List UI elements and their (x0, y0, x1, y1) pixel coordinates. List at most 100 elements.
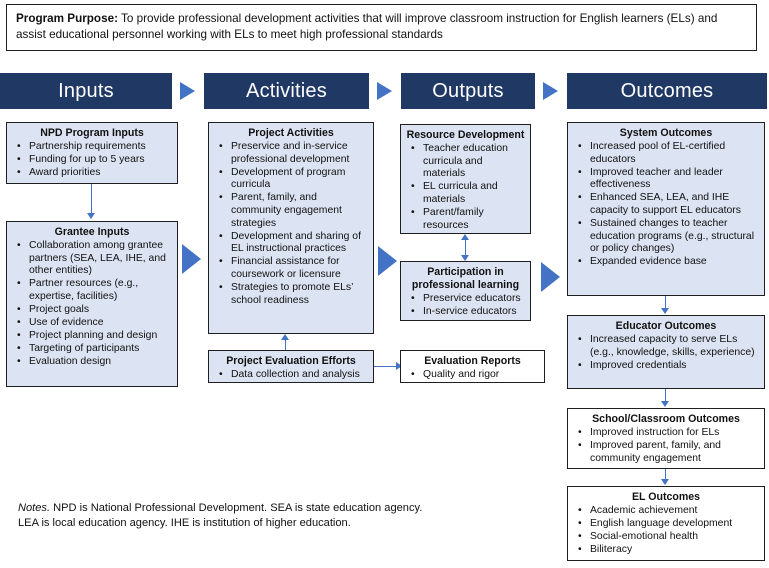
connector-resource-participation-arrowhead-up (461, 234, 469, 240)
list-item: Improved credentials (578, 360, 759, 373)
box-system-outcomes-list: Increased pool of EL-certified educators… (573, 141, 759, 269)
box-npd-program-inputs: NPD Program Inputs Partnership requireme… (6, 122, 178, 184)
notes-label: Notes. (18, 502, 51, 514)
list-item: Increased pool of EL-certified educators (578, 141, 759, 166)
box-project-activities: Project Activities Preservice and in-ser… (208, 122, 374, 334)
list-item: Partner resources (e.g., expertise, faci… (17, 278, 172, 303)
notes-text: NPD is National Professional Development… (18, 502, 423, 529)
box-project-evaluation-efforts-title: Project Evaluation Efforts (226, 355, 356, 367)
box-npd-program-inputs-title: NPD Program Inputs (40, 127, 144, 139)
box-system-outcomes-title: System Outcomes (619, 127, 713, 139)
list-item: Project planning and design (17, 330, 172, 343)
list-item: Quality and rigor (411, 369, 539, 382)
program-purpose-label: Program Purpose: (16, 12, 118, 25)
box-grantee-inputs: Grantee Inputs Collaboration among grant… (6, 221, 178, 387)
box-participation-professional-learning-title: Participation in professional learning (411, 266, 520, 291)
connector-resource-participation-arrowhead-down (461, 255, 469, 261)
list-item: Partnership requirements (17, 141, 172, 154)
list-item: Collaboration among grantee partners (SE… (17, 240, 172, 278)
list-item: Teacher education curricula and material… (411, 143, 525, 181)
connector-evaluation-to-activities-line (285, 340, 287, 352)
list-item: Preservice and in-service professional d… (219, 141, 368, 166)
column-header-outputs-label: Outputs (432, 79, 504, 102)
list-item: Parent/family resources (411, 207, 525, 232)
column-header-outcomes: Outcomes (567, 73, 767, 109)
box-educator-outcomes-list: Increased capacity to serve ELs (e.g., k… (573, 334, 759, 372)
program-purpose-banner: Program Purpose: To provide professional… (6, 4, 757, 51)
connector-educator-to-school-arrowhead (661, 401, 669, 407)
flow-arrow-inputs-to-activities (182, 244, 201, 274)
list-item: Enhanced SEA, LEA, and IHE capacity to s… (578, 192, 759, 217)
list-item: English language development (578, 518, 759, 531)
list-item: In-service educators (411, 306, 525, 319)
list-item: Development and sharing of EL instructio… (219, 231, 368, 256)
connector-resource-participation-line (465, 239, 467, 256)
header-arrow-activities-to-outputs (377, 82, 392, 100)
box-evaluation-reports: Evaluation Reports Quality and rigor (400, 350, 545, 383)
list-item: Social-emotional health (578, 531, 759, 544)
connector-system-to-educator-arrowhead (661, 308, 669, 314)
column-header-inputs: Inputs (0, 73, 172, 109)
connector-educator-to-school-line (665, 389, 667, 402)
column-header-activities-label: Activities (246, 79, 327, 102)
box-resource-development-title: Resource Development (406, 129, 525, 141)
list-item: Improved parent, family, and community e… (578, 440, 759, 465)
box-npd-program-inputs-list: Partnership requirements Funding for up … (12, 141, 172, 180)
list-item: Preservice educators (411, 293, 525, 306)
flow-arrow-activities-to-outputs (378, 246, 397, 276)
list-item: Project goals (17, 304, 172, 317)
flow-arrow-outputs-to-outcomes (541, 262, 560, 292)
list-item: Academic achievement (578, 505, 759, 518)
notes-block: Notes. NPD is National Professional Deve… (18, 501, 438, 531)
box-participation-professional-learning: Participation in professional learning P… (400, 261, 531, 321)
box-school-classroom-outcomes-list: Improved instruction for ELs Improved pa… (573, 427, 759, 465)
box-project-activities-list: Preservice and in-service professional d… (214, 141, 368, 307)
list-item: Financial assistance for coursework or l… (219, 256, 368, 281)
list-item: Funding for up to 5 years (17, 154, 172, 167)
box-el-outcomes-list: Academic achievement English language de… (573, 505, 759, 557)
column-header-outputs: Outputs (401, 73, 535, 109)
box-educator-outcomes-title: Educator Outcomes (615, 320, 717, 332)
list-item: EL curricula and materials (411, 181, 525, 206)
list-item: Expanded evidence base (578, 256, 759, 269)
box-el-outcomes-title: EL Outcomes (631, 491, 701, 503)
column-header-inputs-label: Inputs (58, 79, 114, 102)
box-project-evaluation-efforts: Project Evaluation Efforts Data collecti… (208, 350, 374, 383)
box-evaluation-reports-list: Quality and rigor (406, 369, 539, 382)
box-el-outcomes: EL Outcomes Academic achievement English… (567, 486, 765, 561)
list-item: Award priorities (17, 167, 172, 180)
list-item: Improved teacher and leader effectivenes… (578, 167, 759, 192)
box-resource-development-list: Teacher education curricula and material… (406, 143, 525, 232)
list-item: Development of program curricula (219, 167, 368, 192)
list-item: Targeting of participants (17, 343, 172, 356)
box-system-outcomes: System Outcomes Increased pool of EL-cer… (567, 122, 765, 296)
box-resource-development: Resource Development Teacher education c… (400, 124, 531, 234)
connector-evaluation-to-reports-arrowhead (396, 362, 402, 370)
box-school-classroom-outcomes-title: School/Classroom Outcomes (592, 413, 740, 425)
list-item: Increased capacity to serve ELs (e.g., k… (578, 334, 759, 359)
list-item: Sustained changes to teacher education p… (578, 218, 759, 256)
connector-school-to-el-arrowhead (661, 479, 669, 485)
list-item: Strategies to promote ELs’ school readin… (219, 282, 368, 307)
column-header-activities: Activities (204, 73, 369, 109)
connector-evaluation-to-reports-line (374, 366, 398, 368)
list-item: Use of evidence (17, 317, 172, 330)
connector-school-to-el-line (665, 469, 667, 480)
box-grantee-inputs-title: Grantee Inputs (54, 226, 130, 238)
header-arrow-inputs-to-activities (180, 82, 195, 100)
connector-system-to-educator-line (665, 296, 667, 309)
connector-evaluation-to-activities-arrowhead (281, 334, 289, 340)
connector-npd-to-grantee-arrowhead (87, 213, 95, 219)
list-item: Evaluation design (17, 356, 172, 369)
box-participation-professional-learning-list: Preservice educators In-service educator… (406, 293, 525, 319)
list-item: Biliteracy (578, 544, 759, 557)
header-arrow-outputs-to-outcomes (543, 82, 558, 100)
box-evaluation-reports-title: Evaluation Reports (424, 355, 521, 367)
box-project-activities-title: Project Activities (248, 127, 334, 139)
column-header-outcomes-label: Outcomes (620, 79, 714, 102)
box-school-classroom-outcomes: School/Classroom Outcomes Improved instr… (567, 408, 765, 469)
box-grantee-inputs-list: Collaboration among grantee partners (SE… (12, 240, 172, 369)
program-purpose-text: To provide professional development acti… (16, 12, 718, 41)
connector-npd-to-grantee-line (91, 184, 93, 214)
